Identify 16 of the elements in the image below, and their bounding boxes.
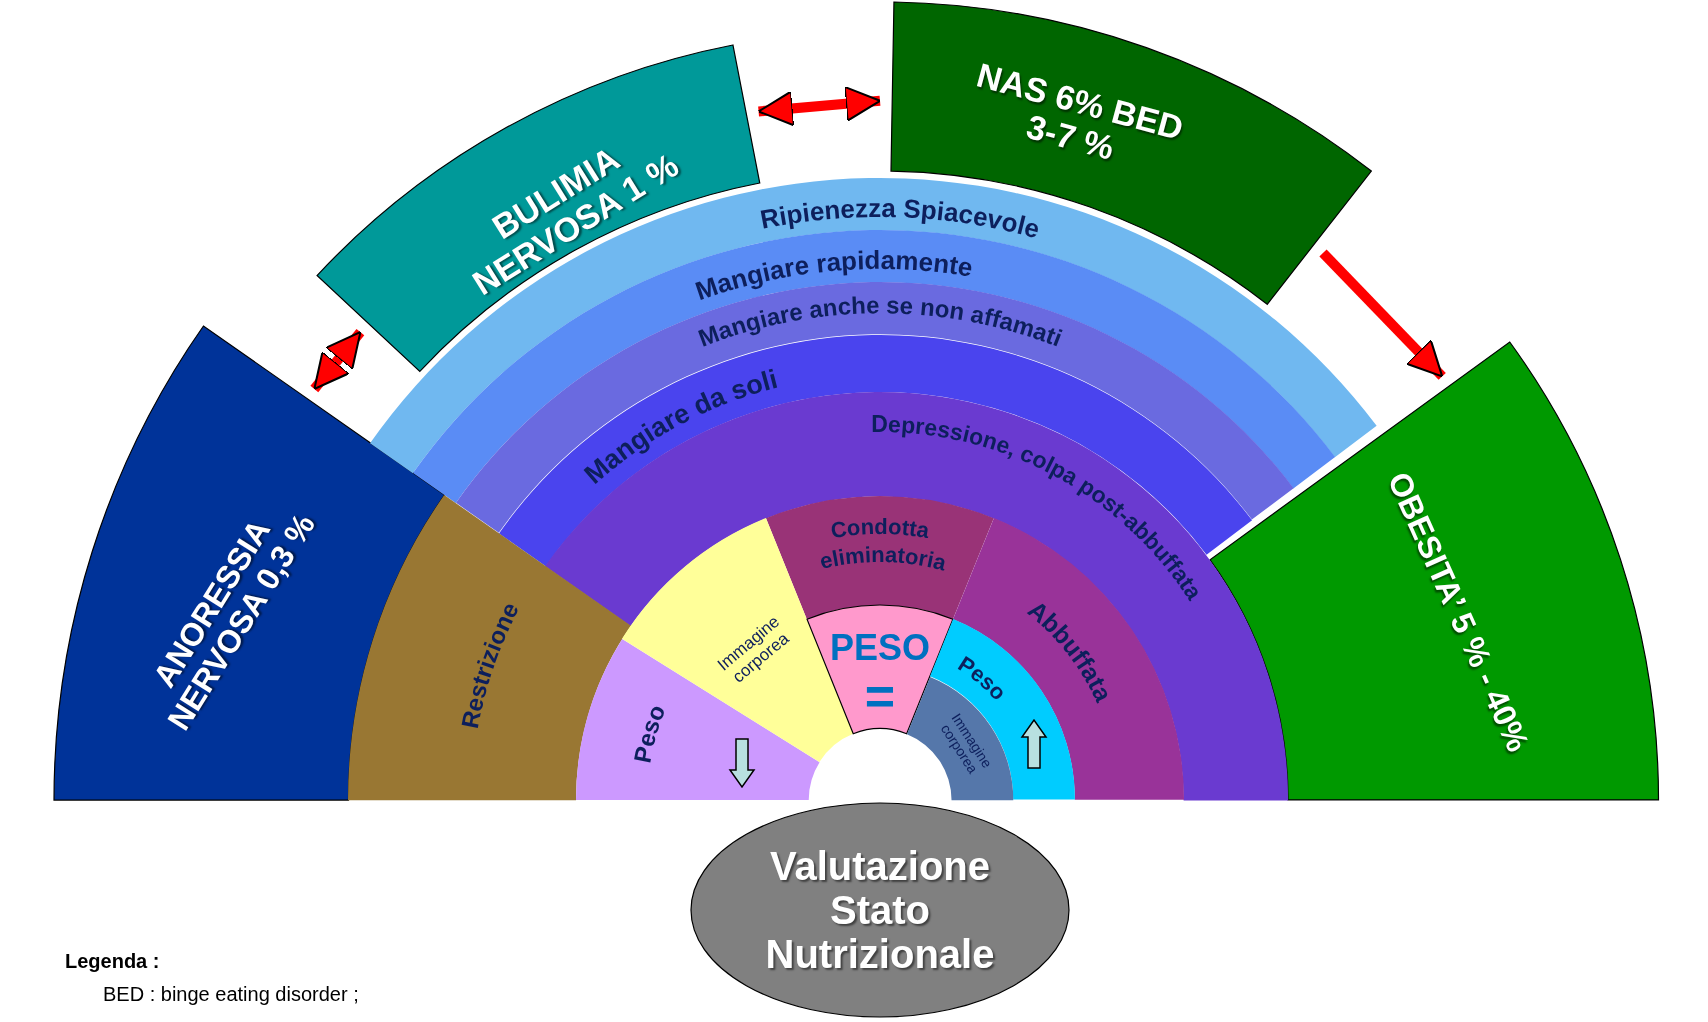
ellipse-node bbox=[690, 802, 1070, 1018]
node-title: Valutazione Stato Nutrizionale bbox=[764, 844, 996, 976]
arrow bbox=[310, 329, 365, 393]
band-label: = bbox=[864, 668, 896, 726]
arrow bbox=[1319, 249, 1446, 380]
band-label: PESO bbox=[829, 628, 930, 668]
sector-band bbox=[1210, 342, 1659, 800]
band-label: Condotta eliminatoria bbox=[817, 513, 949, 576]
arc-band bbox=[766, 496, 994, 620]
band-label: Ripienezza Spiacevole bbox=[758, 192, 1044, 244]
legend-heading: Legenda : bbox=[65, 950, 160, 973]
arrow bbox=[757, 85, 881, 127]
arc-band bbox=[348, 494, 631, 800]
band-label: NAS 6% BED 3-7 % bbox=[971, 54, 1189, 169]
sector-band bbox=[53, 325, 445, 800]
legend-note: BED : binge eating disorder ; bbox=[103, 983, 359, 1006]
